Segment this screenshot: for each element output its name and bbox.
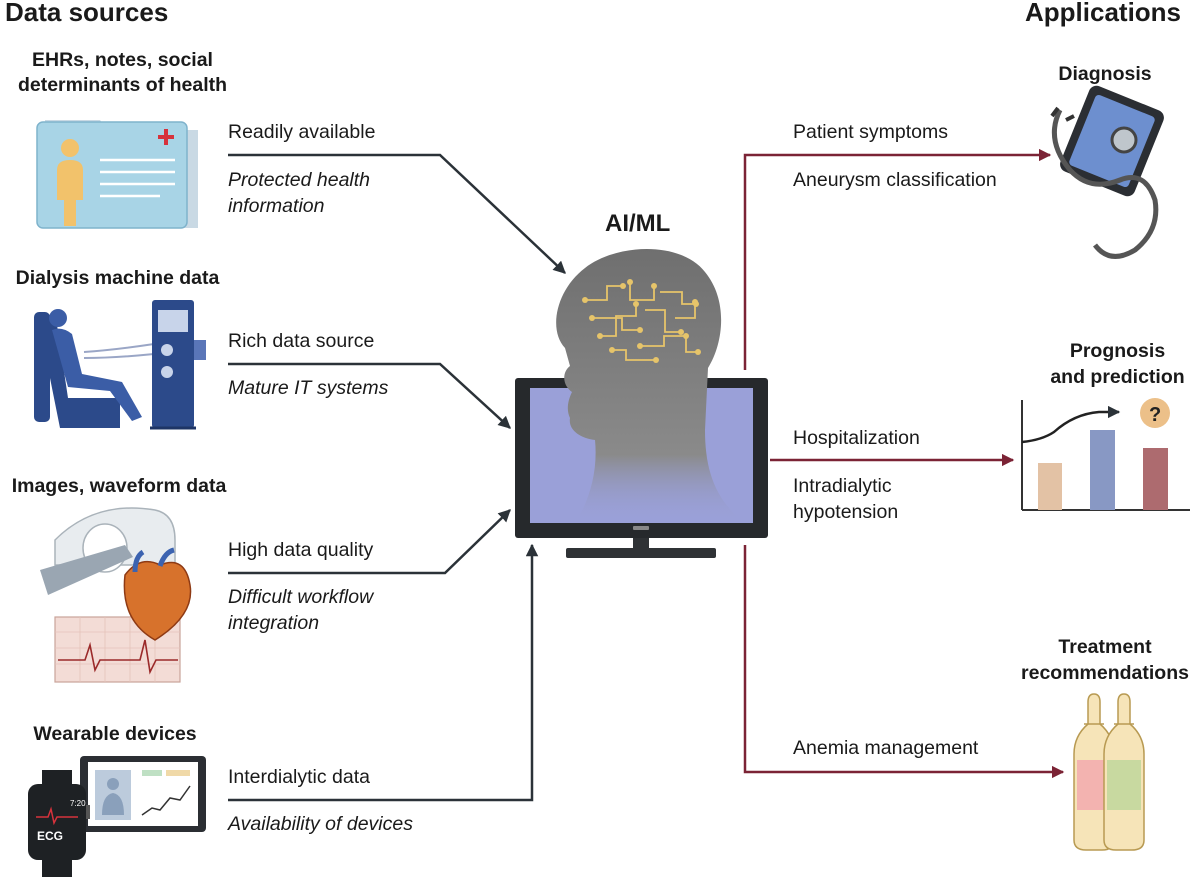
source-pro-ehr: Readily available [228,121,376,143]
input-arrows [228,153,566,802]
source-con-wearables: Availability of devices [228,813,413,835]
app-title-diagnosis: Diagnosis [1058,63,1152,85]
app-example-hypotension: Intradialytic hypotension [793,475,899,523]
output-arrows [743,148,1065,779]
applications-header: Applications [1025,0,1182,27]
watch-ecg-label: ECG [37,829,63,843]
data-sources-header: Data sources [5,0,169,27]
app-title-prognosis: Prognosis and prediction [1050,340,1185,388]
app-example-patient-symptoms: Patient symptoms [793,121,948,143]
source-title-ehr: EHRs, notes, social determinants of heal… [17,49,228,96]
health-record-folder-icon [36,120,198,229]
arrow-wearables [228,543,539,802]
ai-ml-label: AI/ML [605,210,671,237]
app-example-aneurysm: Aneurysm classification [793,169,997,191]
smartwatch-tablet-icon [28,756,206,877]
source-pro-dialysis: Rich data source [228,330,375,352]
source-pro-imaging: High data quality [228,539,374,561]
watch-time: 7:20 [70,799,86,808]
phone-stethoscope-icon [1050,85,1164,259]
source-con-imaging: Difficult workflow integration [228,586,374,634]
arrow-treatment [743,545,1065,779]
ai-head-icon [556,249,745,523]
ampoules-icon [1073,693,1145,851]
ct-scanner-heart-ecg-icon [40,507,192,683]
arrow-diagnosis [743,148,1052,370]
prognosis-question-mark: ? [1149,404,1161,426]
source-con-ehr: Protected health information [228,169,371,217]
app-example-anemia: Anemia management [793,737,979,759]
arrow-dialysis [228,362,511,429]
app-title-treatment: Treatment recommendations [1021,636,1189,684]
arrow-ehr [228,153,566,274]
source-title-wearables: Wearable devices [33,723,197,745]
bar-chart-question-icon [1021,398,1190,511]
arrow-imaging [228,509,511,575]
source-pro-wearables: Interdialytic data [228,766,370,788]
app-example-hospitalization: Hospitalization [793,427,920,449]
dialysis-patient-machine-icon [34,300,206,430]
source-title-imaging: Images, waveform data [11,475,227,497]
source-con-dialysis: Mature IT systems [228,377,389,399]
source-title-dialysis: Dialysis machine data [15,267,220,289]
